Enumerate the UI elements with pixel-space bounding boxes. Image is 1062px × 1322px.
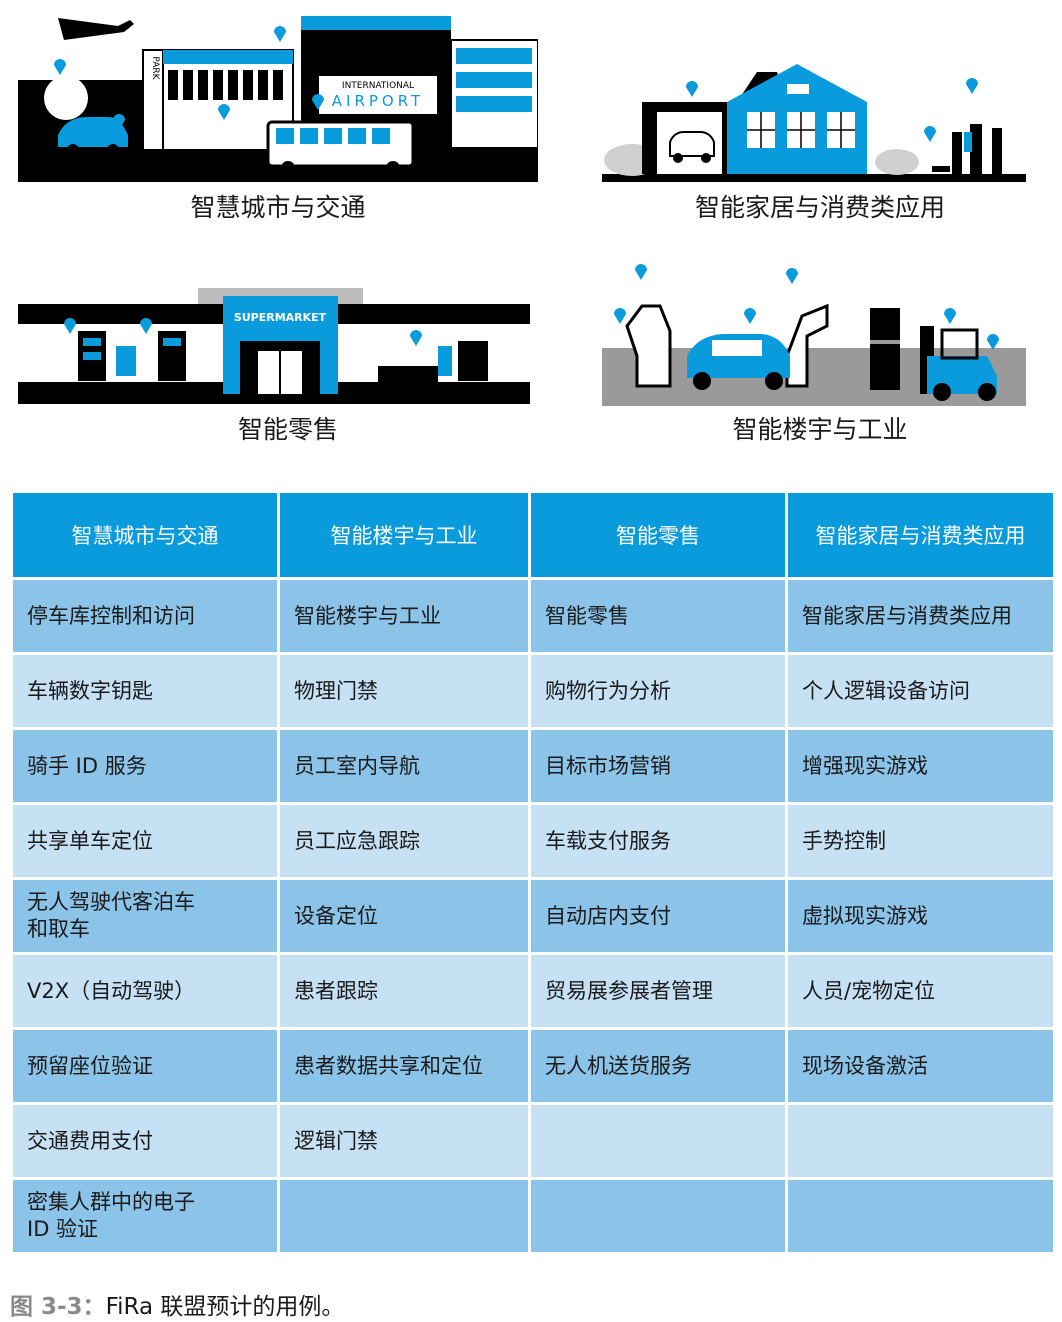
store-sign: SUPERMARKET	[234, 311, 327, 324]
table-cell: 无人机送货服务	[531, 1030, 785, 1102]
table-cell: 无人驾驶代客泊车 和取车	[13, 880, 277, 952]
table-row: 停车库控制和访问 智能楼宇与工业 智能零售 智能家居与消费类应用	[13, 580, 1053, 652]
table-cell: 设备定位	[280, 880, 528, 952]
park-sign: PARK	[150, 56, 160, 80]
table-cell: 车载支付服务	[531, 805, 785, 877]
figure-caption: 图 3-3：FiRa 联盟预计的用例。	[10, 1287, 344, 1321]
table-cell	[531, 1105, 785, 1177]
home-scene	[602, 62, 1026, 182]
home-caption: 智能家居与消费类应用	[694, 193, 945, 222]
table-row: 密集人群中的电子 ID 验证	[13, 1180, 1053, 1252]
table-cell: 智能楼宇与工业	[280, 580, 528, 652]
city-scene: PARK INTERNATIONAL AIRPORT	[18, 10, 538, 182]
airport-line1: INTERNATIONAL	[342, 81, 414, 91]
table-cell: 智能家居与消费类应用	[788, 580, 1053, 652]
industry-scene	[602, 256, 1026, 406]
table-cell	[280, 1180, 528, 1252]
table-cell: 增强现实游戏	[788, 730, 1053, 802]
table-cell	[788, 1180, 1053, 1252]
header-city: 智慧城市与交通	[13, 493, 277, 577]
figure-label: 图 3-3：	[10, 1294, 106, 1320]
table-cell: 停车库控制和访问	[13, 580, 277, 652]
table-cell: 共享单车定位	[13, 805, 277, 877]
table-cell: 现场设备激活	[788, 1030, 1053, 1102]
table-cell: 密集人群中的电子 ID 验证	[13, 1180, 277, 1252]
table-row: 骑手 ID 服务 员工室内导航 目标市场营销 增强现实游戏	[13, 730, 1053, 802]
table-cell: 人员/宠物定位	[788, 955, 1053, 1027]
table-cell: 交通费用支付	[13, 1105, 277, 1177]
table-cell: 自动店内支付	[531, 880, 785, 952]
city-caption: 智慧城市与交通	[190, 193, 366, 222]
header-home: 智能家居与消费类应用	[788, 493, 1053, 577]
header-retail: 智能零售	[531, 493, 785, 577]
table-cell: 预留座位验证	[13, 1030, 277, 1102]
table-row: 共享单车定位 员工应急跟踪 车载支付服务 手势控制	[13, 805, 1053, 877]
industry-caption: 智能楼宇与工业	[732, 415, 908, 444]
table-cell: 员工室内导航	[280, 730, 528, 802]
table-cell: 个人逻辑设备访问	[788, 655, 1053, 727]
header-row: 智慧城市与交通 智能楼宇与工业 智能零售 智能家居与消费类应用	[13, 493, 1053, 577]
table-cell: V2X（自动驾驶）	[13, 955, 277, 1027]
header-industry: 智能楼宇与工业	[280, 493, 528, 577]
table-cell: 患者跟踪	[280, 955, 528, 1027]
table-cell: 目标市场营销	[531, 730, 785, 802]
table-row: 预留座位验证 患者数据共享和定位 无人机送货服务 现场设备激活	[13, 1030, 1053, 1102]
retail-caption: 智能零售	[237, 415, 338, 444]
table-row: 交通费用支付 逻辑门禁	[13, 1105, 1053, 1177]
airport-line2: AIRPORT	[332, 92, 424, 110]
table-cell: 购物行为分析	[531, 655, 785, 727]
table-cell: 贸易展参展者管理	[531, 955, 785, 1027]
table-row: 无人驾驶代客泊车 和取车 设备定位 自动店内支付 虚拟现实游戏	[13, 880, 1053, 952]
table-cell: 虚拟现实游戏	[788, 880, 1053, 952]
table-row: 车辆数字钥匙 物理门禁 购物行为分析 个人逻辑设备访问	[13, 655, 1053, 727]
table-cell: 逻辑门禁	[280, 1105, 528, 1177]
table-cell: 车辆数字钥匙	[13, 655, 277, 727]
retail-scene: SUPERMARKET	[18, 286, 530, 404]
table-cell	[531, 1180, 785, 1252]
figure-caption-text: FiRa 联盟预计的用例。	[105, 1294, 345, 1320]
table-cell: 智能零售	[531, 580, 785, 652]
use-case-table: 智慧城市与交通 智能楼宇与工业 智能零售 智能家居与消费类应用 停车库控制和访问…	[10, 490, 1056, 1255]
table-cell: 物理门禁	[280, 655, 528, 727]
table-cell: 骑手 ID 服务	[13, 730, 277, 802]
table-row: V2X（自动驾驶） 患者跟踪 贸易展参展者管理 人员/宠物定位	[13, 955, 1053, 1027]
table-cell: 患者数据共享和定位	[280, 1030, 528, 1102]
table-cell	[788, 1105, 1053, 1177]
table-cell: 员工应急跟踪	[280, 805, 528, 877]
table-cell: 手势控制	[788, 805, 1053, 877]
